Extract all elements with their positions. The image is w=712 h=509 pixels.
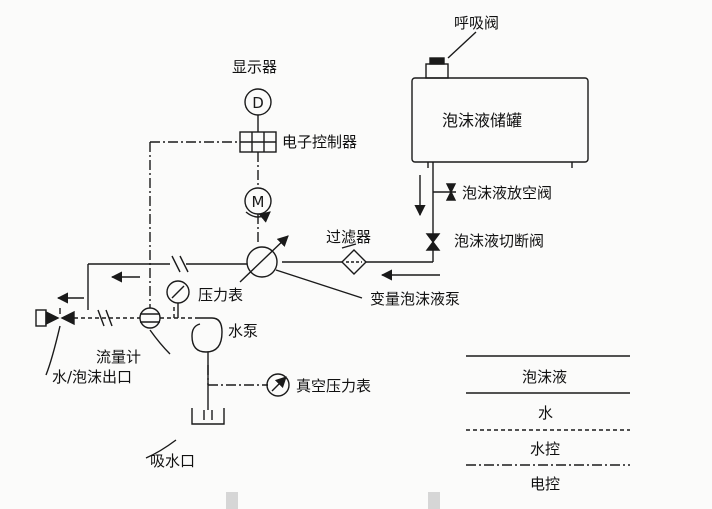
foam-tank-shape <box>411 77 589 168</box>
electronic-controller-label: 电子控制器 <box>282 133 358 151</box>
suction-inlet-label: 吸水口 <box>150 452 196 470</box>
foam-shutoff-valve-label: 泡沫液切断阀 <box>454 232 545 250</box>
check-valve-icon <box>97 309 113 327</box>
flow-meter-icon <box>139 307 171 355</box>
foam-vent-valve-label: 泡沫液放空阀 <box>462 184 553 202</box>
display-label: 显示器 <box>232 58 278 76</box>
variable-foam-pump-label: 变量泡沫液泵 <box>370 290 461 308</box>
foam-vent-valve-icon <box>433 183 457 201</box>
motor-icon <box>244 152 272 245</box>
legend-lines <box>466 355 630 466</box>
motor-symbol: M <box>252 193 265 211</box>
pressure-gauge-icon <box>166 280 190 318</box>
leader-lines <box>45 325 177 459</box>
foam-supply-line <box>282 162 440 281</box>
water-pump-label: 水泵 <box>228 322 259 340</box>
legend-electric-control-label: 电控 <box>530 475 561 493</box>
vacuum-gauge-icon <box>266 373 290 397</box>
pressure-gauge-label: 压力表 <box>198 286 244 304</box>
legend-water-control-label: 水控 <box>530 440 561 458</box>
vacuum-gauge-label: 真空压力表 <box>296 377 372 395</box>
flow-meter-label: 流量计 <box>96 348 142 366</box>
display-symbol: D <box>252 94 264 112</box>
outlet-label: 水/泡沫出口 <box>52 368 133 386</box>
display-icon <box>244 88 272 132</box>
legend-water-label: 水 <box>538 404 554 422</box>
filter-label: 过滤器 <box>326 228 372 246</box>
legend-foam-label: 泡沫液 <box>522 368 568 386</box>
outlet-valve-icon <box>35 308 75 327</box>
breather-valve-icon <box>425 31 477 79</box>
water-foam-discharge-line <box>56 255 247 310</box>
breather-valve-label: 呼吸阀 <box>454 14 500 32</box>
foam-shutoff-valve-icon <box>425 233 441 251</box>
print-smudge <box>428 492 440 509</box>
print-smudge <box>226 492 238 509</box>
filter-icon <box>341 243 367 275</box>
suction-inlet-icon <box>191 408 225 425</box>
variable-foam-pump-icon <box>239 235 363 299</box>
controller-icon <box>239 131 277 153</box>
water-pump-icon <box>191 317 223 410</box>
foam-tank-label: 泡沫液储罐 <box>442 111 523 130</box>
